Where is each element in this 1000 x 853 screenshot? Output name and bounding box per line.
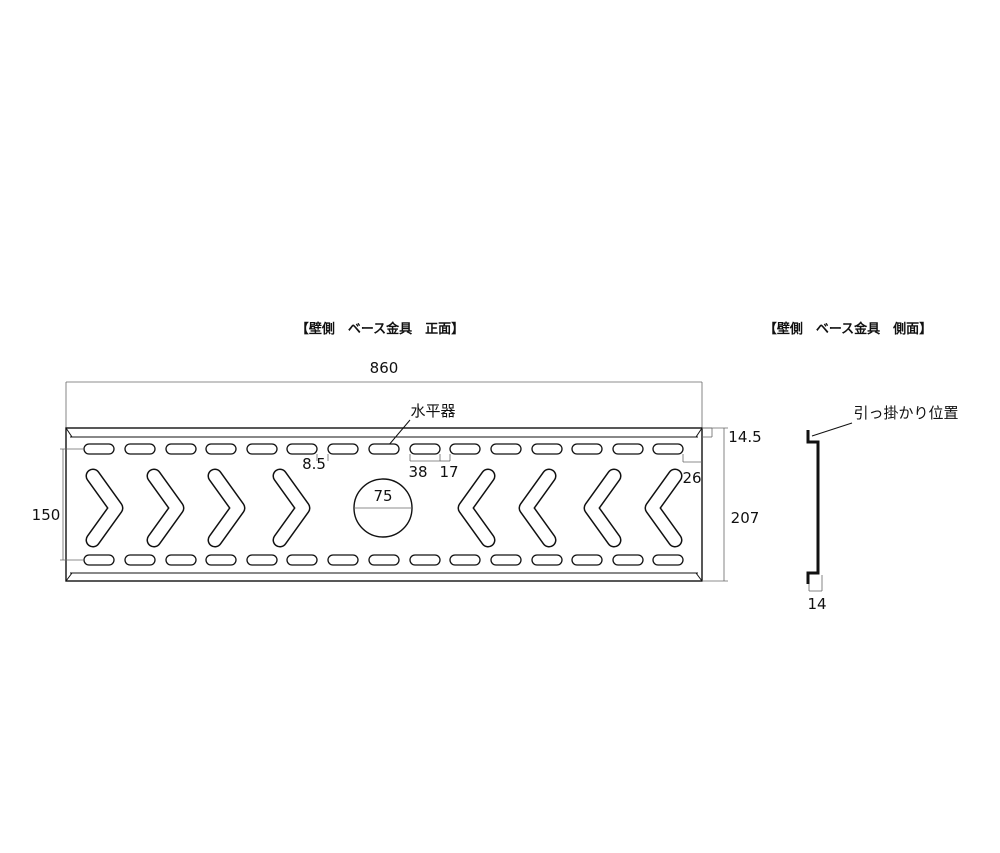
slot xyxy=(571,554,603,566)
chevron-slot-right xyxy=(146,468,185,548)
level-slot xyxy=(368,443,400,455)
hook-callout: 引っ掛かり位置 xyxy=(811,404,959,437)
dim-width-label: 860 xyxy=(370,359,399,377)
left-chevron-slots xyxy=(457,468,683,548)
bottom-slot-row xyxy=(83,554,684,566)
slot xyxy=(286,443,318,455)
dim-slot-pitch-label: 17 xyxy=(439,463,458,481)
front-view-title: 【壁側 ベース金具 正面】 xyxy=(296,321,464,337)
slot xyxy=(612,443,644,455)
dim-edge-offset-label: 26 xyxy=(682,469,701,487)
slot xyxy=(205,443,237,455)
edge-offset-dimension: 26 xyxy=(682,454,702,487)
slot xyxy=(571,443,603,455)
slot xyxy=(246,554,278,566)
right-chevron-slots xyxy=(85,468,311,548)
slot xyxy=(531,554,563,566)
front-plate xyxy=(65,427,703,582)
level-callout-label: 水平器 xyxy=(410,402,455,420)
side-view-title: 【壁側 ベース金具 側面】 xyxy=(764,321,932,337)
chevron-slot-left xyxy=(583,468,622,548)
dim-bottom-lip-label: 14 xyxy=(807,595,826,613)
lip-dimension: 14.5 xyxy=(702,427,762,446)
chevron-slot-left xyxy=(457,468,496,548)
slot xyxy=(490,554,522,566)
slot xyxy=(409,443,441,455)
chevron-slot-right xyxy=(272,468,311,548)
side-profile xyxy=(806,430,820,584)
slot xyxy=(83,554,115,566)
slot xyxy=(165,554,197,566)
slot xyxy=(124,554,156,566)
width-dimension: 860 xyxy=(65,359,703,430)
center-hole: 75 xyxy=(353,478,413,538)
slot xyxy=(205,554,237,566)
dim-lip-label: 14.5 xyxy=(728,428,761,446)
slot xyxy=(449,554,481,566)
slot xyxy=(531,443,563,455)
slot xyxy=(368,554,400,566)
dim-slot-length-label: 38 xyxy=(408,463,427,481)
slot xyxy=(490,443,522,455)
chevron-slot-right xyxy=(85,468,124,548)
dim-slot-spacing-label: 150 xyxy=(32,506,61,524)
slot-gap-dimension: 8.5 xyxy=(302,454,329,473)
slot xyxy=(83,443,115,455)
slot-spacing-dimension: 150 xyxy=(32,448,84,561)
bottom-lip-dimension: 14 xyxy=(807,575,827,613)
chevron-slot-left xyxy=(518,468,557,548)
slot xyxy=(409,554,441,566)
slot xyxy=(327,554,359,566)
slot xyxy=(246,443,278,455)
top-slot-row xyxy=(83,443,684,455)
chevron-slot-right xyxy=(207,468,246,548)
dim-slot-gap-label: 8.5 xyxy=(302,455,326,473)
slot xyxy=(652,554,684,566)
slot-length-dimension: 38 xyxy=(408,454,441,481)
height-dimension: 207 xyxy=(702,427,760,582)
slot xyxy=(612,554,644,566)
dim-height-label: 207 xyxy=(731,509,760,527)
hook-callout-label: 引っ掛かり位置 xyxy=(853,404,958,422)
slot xyxy=(327,443,359,455)
slot xyxy=(449,443,481,455)
slot xyxy=(165,443,197,455)
slot-pitch-dimension: 17 xyxy=(439,454,459,481)
slot xyxy=(286,554,318,566)
chevron-slot-left xyxy=(644,468,683,548)
slot xyxy=(124,443,156,455)
dim-hole-label: 75 xyxy=(373,487,392,505)
level-callout: 水平器 xyxy=(387,402,456,447)
slot xyxy=(652,443,684,455)
